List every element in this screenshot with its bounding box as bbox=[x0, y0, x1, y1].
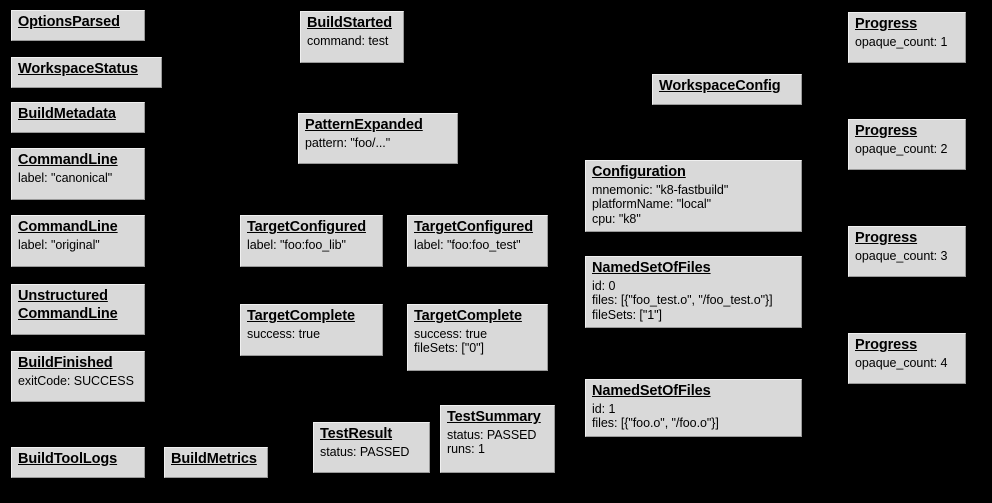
node-fields: opaque_count: 3 bbox=[855, 249, 960, 264]
node-target-configured-foo-lib[interactable]: TargetConfigured label: "foo:foo_lib" bbox=[240, 215, 383, 267]
node-title: BuildToolLogs bbox=[18, 451, 118, 467]
node-title: Configuration bbox=[592, 164, 686, 180]
node-title: CommandLine bbox=[18, 219, 118, 235]
node-configuration[interactable]: Configuration mnemonic: "k8-fastbuild"pla… bbox=[585, 160, 802, 232]
node-title: TestResult bbox=[320, 426, 393, 442]
node-fields: exitCode: SUCCESS bbox=[18, 374, 139, 389]
node-fields: opaque_count: 2 bbox=[855, 142, 960, 157]
node-title: BuildMetrics bbox=[171, 451, 257, 467]
node-fields: success: true bbox=[247, 327, 377, 342]
node-build-metrics[interactable]: BuildMetrics bbox=[164, 447, 268, 478]
node-command-line-canonical[interactable]: CommandLine label: "canonical" bbox=[11, 148, 145, 200]
node-title: TargetConfigured bbox=[247, 219, 366, 235]
node-fields: opaque_count: 4 bbox=[855, 356, 960, 371]
node-field: fileSets: ["0"] bbox=[414, 341, 484, 356]
node-title: TestSummary bbox=[447, 409, 541, 425]
node-field: opaque_count: 1 bbox=[855, 34, 948, 49]
node-field: opaque_count: 4 bbox=[855, 355, 948, 370]
node-field: fileSets: ["1"] bbox=[592, 308, 662, 323]
node-fields: mnemonic: "k8-fastbuild"platformName: "l… bbox=[592, 183, 796, 227]
node-fields: label: "original" bbox=[18, 238, 139, 253]
node-target-configured-foo-test[interactable]: TargetConfigured label: "foo:foo_test" bbox=[407, 215, 548, 267]
node-fields: command: test bbox=[307, 34, 398, 49]
node-field: runs: 1 bbox=[447, 442, 485, 457]
node-title: WorkspaceConfig bbox=[659, 78, 781, 94]
node-field: cpu: "k8" bbox=[592, 212, 641, 227]
node-title: Unstructured CommandLine bbox=[18, 288, 118, 322]
node-title: CommandLine bbox=[18, 152, 118, 168]
node-title: PatternExpanded bbox=[305, 117, 423, 133]
node-build-metadata[interactable]: BuildMetadata bbox=[11, 102, 145, 133]
node-field: platformName: "local" bbox=[592, 197, 711, 212]
node-field: status: PASSED bbox=[320, 444, 410, 459]
node-test-result[interactable]: TestResult status: PASSED bbox=[313, 422, 430, 473]
node-title: Progress bbox=[855, 16, 918, 32]
node-field: pattern: "foo/..." bbox=[305, 135, 391, 150]
node-build-started[interactable]: BuildStarted command: test bbox=[300, 11, 404, 63]
node-title: Progress bbox=[855, 123, 918, 139]
node-title: OptionsParsed bbox=[18, 14, 120, 30]
node-unstructured-command-line[interactable]: Unstructured CommandLine bbox=[11, 284, 145, 335]
node-progress-2[interactable]: Progress opaque_count: 2 bbox=[848, 119, 966, 170]
node-field: id: 1 bbox=[592, 401, 616, 416]
node-progress-1[interactable]: Progress opaque_count: 1 bbox=[848, 12, 966, 63]
node-title: TargetComplete bbox=[414, 308, 522, 324]
node-fields: label: "canonical" bbox=[18, 171, 139, 186]
node-title: WorkspaceStatus bbox=[18, 61, 138, 77]
node-field: files: [{"foo.o", "/foo.o"}] bbox=[592, 416, 719, 431]
node-fields: label: "foo:foo_lib" bbox=[247, 238, 377, 253]
node-workspace-config[interactable]: WorkspaceConfig bbox=[652, 74, 802, 105]
node-progress-4[interactable]: Progress opaque_count: 4 bbox=[848, 333, 966, 384]
node-workspace-status[interactable]: WorkspaceStatus bbox=[11, 57, 162, 88]
node-fields: pattern: "foo/..." bbox=[305, 136, 452, 151]
node-field: success: true bbox=[247, 326, 320, 341]
node-fields: opaque_count: 1 bbox=[855, 35, 960, 50]
node-options-parsed[interactable]: OptionsParsed bbox=[11, 10, 145, 41]
node-field: mnemonic: "k8-fastbuild" bbox=[592, 182, 729, 197]
node-field: label: "original" bbox=[18, 237, 100, 252]
node-field: success: true bbox=[414, 326, 487, 341]
node-title: TargetConfigured bbox=[414, 219, 533, 235]
node-title: NamedSetOfFiles bbox=[592, 260, 711, 276]
node-field: label: "foo:foo_test" bbox=[414, 237, 521, 252]
node-title: Progress bbox=[855, 230, 918, 246]
node-fields: status: PASSED bbox=[320, 445, 424, 460]
node-fields: label: "foo:foo_test" bbox=[414, 238, 542, 253]
node-field: status: PASSED bbox=[447, 427, 537, 442]
node-build-finished[interactable]: BuildFinished exitCode: SUCCESS bbox=[11, 351, 145, 402]
node-progress-3[interactable]: Progress opaque_count: 3 bbox=[848, 226, 966, 277]
node-field: exitCode: SUCCESS bbox=[18, 373, 134, 388]
node-title: BuildMetadata bbox=[18, 106, 116, 122]
node-command-line-original[interactable]: CommandLine label: "original" bbox=[11, 215, 145, 267]
node-field: label: "foo:foo_lib" bbox=[247, 237, 346, 252]
node-field: id: 0 bbox=[592, 278, 616, 293]
node-field: command: test bbox=[307, 33, 389, 48]
node-field: label: "canonical" bbox=[18, 170, 113, 185]
node-title: BuildFinished bbox=[18, 355, 113, 371]
node-field: opaque_count: 2 bbox=[855, 141, 948, 156]
node-title: NamedSetOfFiles bbox=[592, 383, 711, 399]
node-title: Progress bbox=[855, 337, 918, 353]
node-build-tool-logs[interactable]: BuildToolLogs bbox=[11, 447, 145, 478]
node-field: files: [{"foo_test.o", "/foo_test.o"}] bbox=[592, 293, 773, 308]
node-target-complete-foo-lib[interactable]: TargetComplete success: true bbox=[240, 304, 383, 356]
node-title: TargetComplete bbox=[247, 308, 355, 324]
node-title: BuildStarted bbox=[307, 15, 393, 31]
node-pattern-expanded[interactable]: PatternExpanded pattern: "foo/..." bbox=[298, 113, 458, 164]
node-field: opaque_count: 3 bbox=[855, 248, 948, 263]
